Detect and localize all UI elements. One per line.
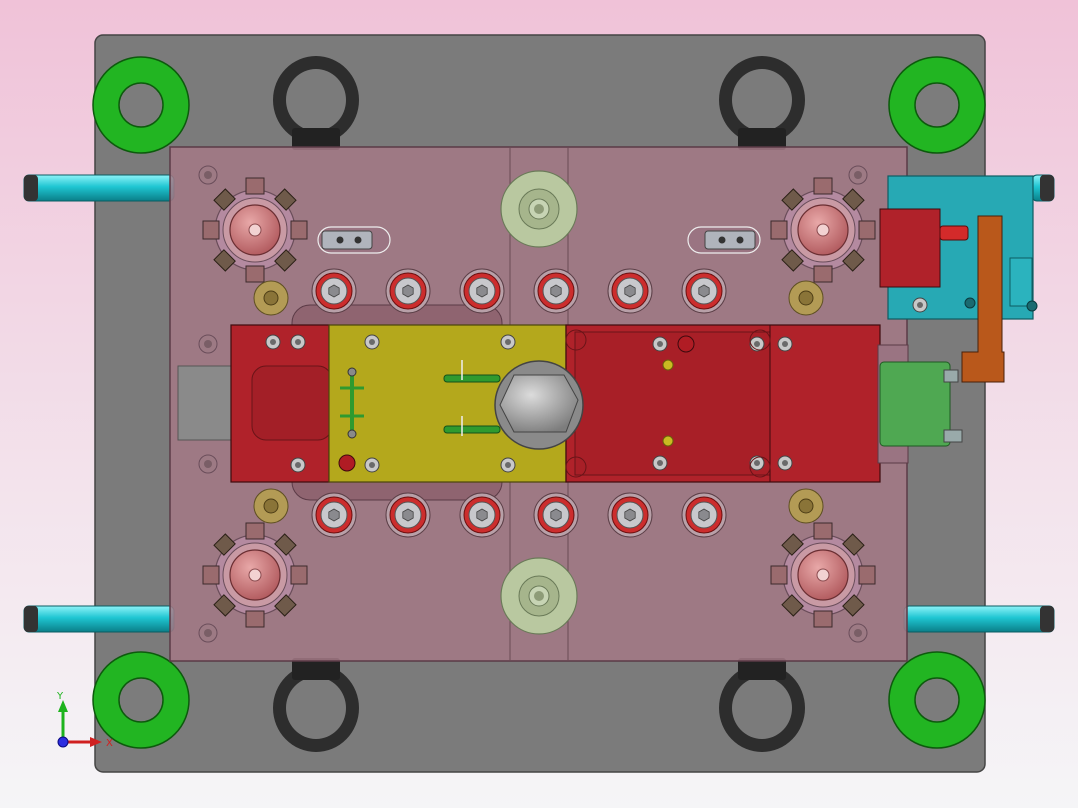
- insert-pin-yellow-1: [662, 359, 674, 371]
- insert-arc-3: [749, 329, 771, 351]
- guide-ring-top-left[interactable]: [92, 56, 190, 154]
- locating-ring-top[interactable]: [500, 170, 578, 248]
- insert-screw-13: [777, 455, 793, 471]
- guide-ring-bottom-left[interactable]: [92, 651, 190, 749]
- pin-cap-lt: [24, 175, 38, 201]
- locating-ring-bottom[interactable]: [500, 557, 578, 635]
- socket-screw-top-3[interactable]: [459, 268, 505, 314]
- plate-hole-8: [848, 623, 868, 643]
- slider-core-red[interactable]: [879, 208, 941, 288]
- socket-screw-top-6[interactable]: [681, 268, 727, 314]
- insert-pin-yellow-2: [662, 435, 674, 447]
- pin-cap-rt: [1040, 175, 1054, 201]
- slider-stop-2: [943, 429, 963, 443]
- pin-cap-lb: [24, 606, 38, 632]
- plate-hole-6: [848, 165, 868, 185]
- x-axis-arrow: [90, 737, 102, 747]
- socket-screw-bottom-3[interactable]: [459, 492, 505, 538]
- coordinate-triad: Y X: [56, 691, 113, 749]
- socket-screw-bottom-6[interactable]: [681, 492, 727, 538]
- eye-bolt-base-tl: [292, 128, 340, 150]
- insert-screw-11: [749, 455, 765, 471]
- puller-slot-left[interactable]: [317, 226, 391, 254]
- y-axis-arrow: [58, 700, 68, 712]
- guide-ring-top-right[interactable]: [888, 56, 986, 154]
- insert-pin-red-2: [677, 335, 695, 353]
- gate-runner-lower: [443, 425, 501, 434]
- insert-screw-3: [265, 334, 281, 350]
- y-axis-label: Y: [56, 691, 64, 702]
- socket-screw-bottom-5[interactable]: [607, 492, 653, 538]
- socket-screw-bottom-4[interactable]: [533, 492, 579, 538]
- insert-plate-right: [574, 331, 771, 476]
- socket-screw-bottom-2[interactable]: [385, 492, 431, 538]
- slider-housing-tab: [1009, 257, 1033, 307]
- insert-screw-1: [290, 334, 306, 350]
- eye-bolt-base-tr: [738, 128, 786, 150]
- insert-screw-5: [364, 457, 380, 473]
- plate-hole-5: [198, 165, 218, 185]
- bushing-tr: [788, 280, 824, 316]
- z-axis-dot: [57, 736, 69, 748]
- insert-screw-9: [652, 455, 668, 471]
- insert-arc-2: [565, 456, 587, 478]
- eye-bolt-base-br: [738, 658, 786, 680]
- insert-pocket-left: [251, 365, 333, 441]
- plate-hole-1: [198, 334, 218, 354]
- gate-runner-left: [340, 367, 364, 439]
- guide-ring-bottom-right[interactable]: [888, 651, 986, 749]
- slider-pin-2: [1026, 300, 1038, 312]
- insert-screw-10: [749, 336, 765, 352]
- eye-bolt-base-bl: [292, 658, 340, 680]
- insert-screw-2: [290, 457, 306, 473]
- slider-stop-1: [943, 369, 959, 383]
- sprue-bushing[interactable]: [494, 360, 584, 450]
- leader-pin-right-bottom[interactable]: [903, 605, 1055, 633]
- pin-cap-rb: [1040, 606, 1054, 632]
- plate-hole-2: [198, 454, 218, 474]
- bushing-bl: [253, 488, 289, 524]
- leader-pin-left-bottom[interactable]: [23, 605, 175, 633]
- insert-arc-4: [749, 456, 771, 478]
- socket-screw-top-2[interactable]: [385, 268, 431, 314]
- gate-runner-upper: [443, 374, 501, 383]
- insert-arc-1: [565, 329, 587, 351]
- insert-screw-8: [652, 336, 668, 352]
- slider-pin-1: [964, 297, 976, 309]
- side-block-left: [177, 365, 237, 441]
- insert-pin-red-1: [338, 454, 356, 472]
- insert-screw-7: [500, 457, 516, 473]
- x-axis-label: X: [106, 738, 113, 749]
- bushing-br: [788, 488, 824, 524]
- angle-pin-bracket[interactable]: [961, 215, 1005, 383]
- socket-screw-top-1[interactable]: [311, 268, 357, 314]
- socket-screw-top-5[interactable]: [607, 268, 653, 314]
- slider-screw-2: [912, 297, 928, 313]
- insert-screw-6: [500, 334, 516, 350]
- plate-hole-7: [198, 623, 218, 643]
- bushing-tl: [253, 280, 289, 316]
- socket-screw-bottom-1[interactable]: [311, 492, 357, 538]
- slider-pin-red: [939, 225, 969, 241]
- socket-screw-top-4[interactable]: [533, 268, 579, 314]
- slider-block-green[interactable]: [879, 361, 951, 447]
- insert-screw-4: [364, 334, 380, 350]
- puller-slot-right[interactable]: [687, 226, 761, 254]
- leader-pin-left-top[interactable]: [23, 174, 175, 202]
- insert-screw-12: [777, 336, 793, 352]
